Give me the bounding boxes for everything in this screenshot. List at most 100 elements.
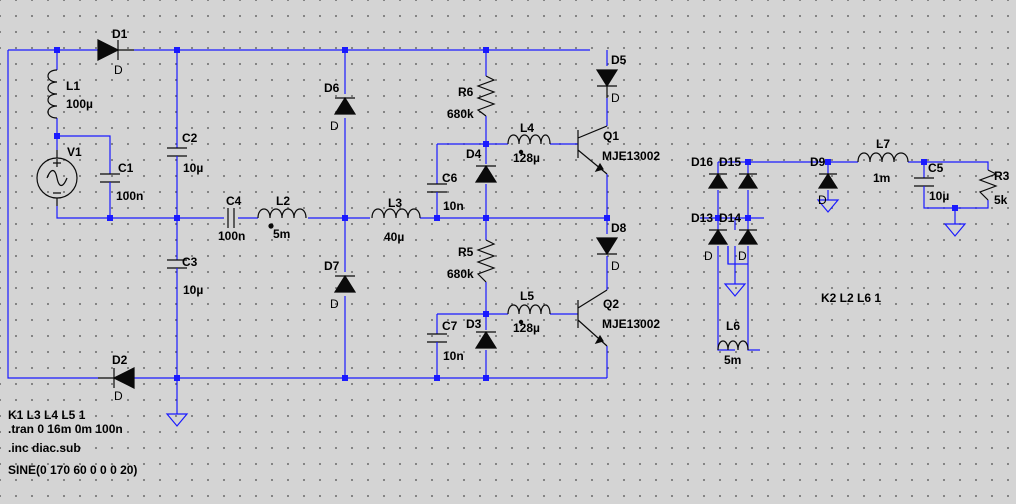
ground-icon bbox=[165, 413, 189, 427]
label-d2-model: D bbox=[114, 389, 123, 403]
label-c3-name: C3 bbox=[182, 255, 198, 269]
label-r6-name: R6 bbox=[458, 85, 474, 99]
inductor-l3-icon bbox=[371, 208, 421, 219]
diode-d7-icon bbox=[333, 274, 357, 293]
ground-icon bbox=[723, 283, 747, 297]
junctions bbox=[54, 47, 958, 381]
label-d7-model: D bbox=[330, 297, 339, 311]
label-d9-name: D9 bbox=[810, 155, 826, 169]
diode-d4-icon bbox=[474, 164, 498, 183]
label-c6-value: 10n bbox=[443, 199, 464, 213]
label-d6-name: D6 bbox=[324, 81, 340, 95]
label-l4-name: L4 bbox=[520, 121, 534, 135]
label-l5-name: L5 bbox=[520, 289, 534, 303]
capacitor-c6-icon bbox=[427, 183, 447, 193]
capacitor-c4-icon bbox=[227, 208, 235, 228]
label-d9-model: D bbox=[818, 193, 827, 207]
label-d13-name: D13 bbox=[691, 211, 713, 225]
label-d7-name: D7 bbox=[324, 259, 340, 273]
ground-symbols bbox=[165, 199, 967, 427]
label-c2-name: C2 bbox=[182, 131, 198, 145]
symbols bbox=[36, 39, 998, 389]
label-c4-value: 100n bbox=[218, 229, 245, 243]
diode-d6-icon bbox=[333, 96, 357, 115]
label-c3-value: 10µ bbox=[183, 283, 203, 297]
resistor-r3-icon bbox=[978, 169, 998, 201]
label-l2-name: L2 bbox=[276, 194, 290, 208]
label-d1-model: D bbox=[114, 63, 123, 77]
diode-d15-icon bbox=[737, 172, 759, 189]
label-v1-name: V1 bbox=[67, 145, 82, 159]
label-d16-name: D16 bbox=[691, 155, 713, 169]
directive-source-sine: SINE(0 170 60 0 0 0 20) bbox=[8, 463, 137, 477]
inductor-l7-icon bbox=[857, 152, 909, 163]
inductor-l6-icon bbox=[717, 340, 749, 351]
label-r3-value: 5k bbox=[994, 193, 1008, 207]
diode-d5-icon bbox=[595, 69, 619, 88]
label-d8-name: D8 bbox=[611, 221, 627, 235]
label-c4-name: C4 bbox=[226, 194, 242, 208]
label-q2-name: Q2 bbox=[603, 297, 619, 311]
label-l3-name: L3 bbox=[388, 196, 402, 210]
diode-d2-icon bbox=[112, 367, 135, 389]
label-d15-name: D15 bbox=[719, 155, 741, 169]
resistor-r6-icon bbox=[476, 75, 496, 117]
label-r3-name: R3 bbox=[994, 169, 1010, 183]
capacitor-c5-icon bbox=[914, 177, 934, 187]
label-q1-model: MJE13002 bbox=[602, 149, 660, 163]
directive-tran: .tran 0 16m 0m 100n bbox=[8, 422, 123, 436]
label-c6-name: C6 bbox=[442, 171, 458, 185]
inductor-l1-icon bbox=[47, 69, 58, 119]
label-c5-name: C5 bbox=[928, 161, 944, 175]
label-l6-name: L6 bbox=[726, 319, 740, 333]
label-r5-value: 680k bbox=[447, 267, 474, 281]
label-q1-name: Q1 bbox=[603, 129, 619, 143]
diode-d14-icon bbox=[737, 228, 759, 245]
voltage-source-v1-icon bbox=[36, 150, 78, 206]
directive-include: .inc diac.sub bbox=[8, 441, 81, 455]
ground-icon bbox=[943, 223, 967, 237]
label-l7-name: L7 bbox=[876, 137, 890, 151]
label-d13-model: D bbox=[704, 249, 713, 263]
capacitor-c1-icon bbox=[100, 173, 120, 183]
label-r6-value: 680k bbox=[447, 107, 474, 121]
label-l1-value: 100µ bbox=[66, 97, 93, 111]
ground-icon bbox=[816, 199, 840, 213]
resistor-r5-icon bbox=[476, 239, 496, 283]
label-d1-name: D1 bbox=[112, 27, 128, 41]
label-d6-model: D bbox=[330, 119, 339, 133]
label-r5-name: R5 bbox=[458, 245, 474, 259]
component-labels: D1 D D2 D L1 100µ V1 C1 100n C2 10µ C3 1… bbox=[66, 27, 1010, 403]
label-d4-name: D4 bbox=[466, 147, 482, 161]
label-l4-value: 128µ bbox=[513, 151, 540, 165]
label-l1-name: L1 bbox=[66, 79, 80, 93]
diode-d13-icon bbox=[707, 228, 729, 245]
wires bbox=[7, 49, 989, 414]
diode-d9-icon bbox=[817, 172, 839, 189]
label-d3-name: D3 bbox=[466, 317, 482, 331]
label-l7-value: 1m bbox=[873, 171, 890, 185]
label-d14-name: D14 bbox=[719, 211, 741, 225]
label-c7-value: 10n bbox=[443, 349, 464, 363]
spice-directives[interactable]: K1 L3 L4 L5 1 .tran 0 16m 0m 100n .inc d… bbox=[8, 291, 881, 477]
label-c2-value: 10µ bbox=[183, 161, 203, 175]
label-d5-model: D bbox=[611, 91, 620, 105]
label-c5-value: 10µ bbox=[929, 189, 949, 203]
diode-d3-icon bbox=[474, 330, 498, 349]
label-l5-value: 128µ bbox=[513, 321, 540, 335]
label-c1-value: 100n bbox=[116, 189, 143, 203]
inductor-l4-icon bbox=[507, 134, 551, 145]
label-d8-model: D bbox=[611, 259, 620, 273]
diode-d16-icon bbox=[707, 172, 729, 189]
label-q2-model: MJE13002 bbox=[602, 317, 660, 331]
transistor-q2-icon bbox=[577, 289, 608, 347]
inductor-l2-icon bbox=[257, 208, 307, 219]
label-l3-value: 40µ bbox=[384, 230, 404, 244]
label-c1-name: C1 bbox=[118, 161, 134, 175]
transistor-q1-icon bbox=[577, 125, 608, 175]
label-l6-value: 5m bbox=[724, 353, 741, 367]
capacitor-c2-icon bbox=[167, 147, 187, 157]
label-d5-name: D5 bbox=[611, 53, 627, 67]
diode-d8-icon bbox=[595, 237, 619, 256]
